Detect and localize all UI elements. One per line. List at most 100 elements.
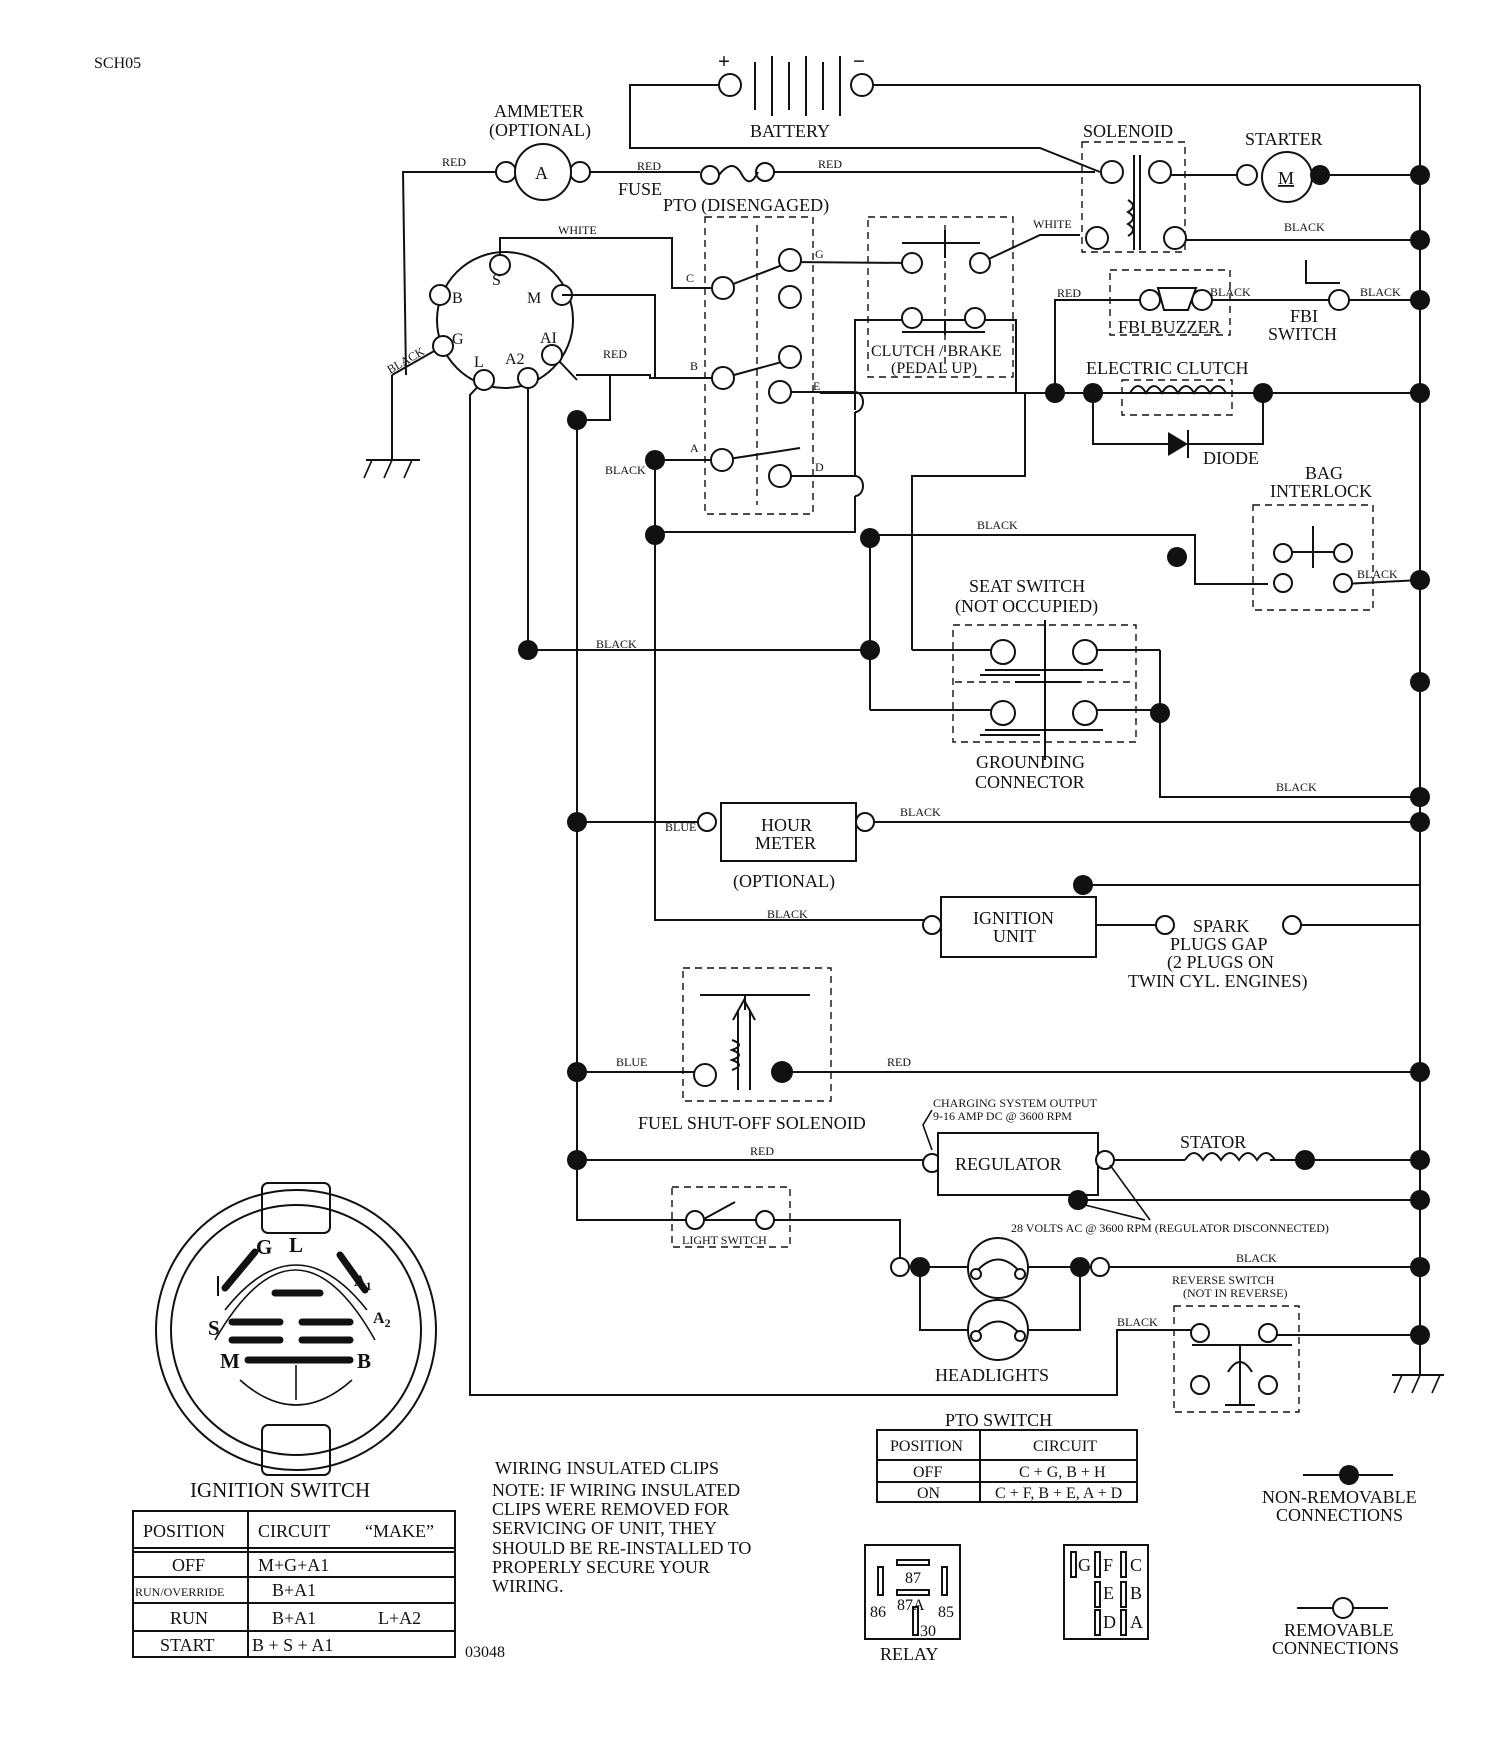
ign-row-1-position: RUN/OVERRIDE — [135, 1585, 224, 1599]
seat-switch: SEAT SWITCH (NOT OCCUPIED) GROUNDING CON… — [955, 576, 1135, 792]
wire-label-black-5: BLACK — [605, 463, 646, 477]
note-line-5: WIRING. — [492, 1576, 563, 1596]
ignition-switch-title: IGNITION SWITCH — [190, 1478, 370, 1502]
ign-term-l: L — [474, 354, 484, 371]
reverse-switch: REVERSE SWITCH (NOT IN REVERSE) — [1172, 1273, 1287, 1406]
fuel-shutoff-solenoid: FUEL SHUT-OFF SOLENOID — [638, 994, 866, 1133]
note-line-4: PROPERLY SECURE YOUR — [492, 1557, 710, 1577]
fuel-solenoid-label: FUEL SHUT-OFF SOLENOID — [638, 1113, 866, 1133]
wire-label-black-2: BLACK — [1210, 285, 1251, 299]
starter-label: STARTER — [1245, 129, 1322, 149]
ign-term-g: G — [452, 331, 464, 348]
pto-conn-f: F — [1103, 1555, 1113, 1575]
charging-label-1: CHARGING SYSTEM OUTPUT — [933, 1096, 1098, 1110]
pto-switch: C B A G E D PTO (DISENGAGED) — [663, 195, 829, 505]
ign-table-header-circuit: CIRCUIT — [258, 1521, 330, 1541]
wire-label-black-7: BLACK — [1357, 567, 1398, 581]
wire-label-black-11: BLACK — [767, 907, 808, 921]
wire-label-red-2: RED — [637, 159, 661, 173]
relay-pin-87a: 87A — [897, 1597, 925, 1614]
hour-meter-label-2: METER — [755, 833, 816, 853]
wire-label-black-9: BLACK — [1276, 780, 1317, 794]
regulator-label: REGULATOR — [955, 1154, 1062, 1174]
ign-term-m: M — [527, 290, 541, 307]
wire-label-red-4: RED — [1057, 286, 1081, 300]
ammeter: A AMMETER (OPTIONAL) — [489, 101, 591, 201]
pto-row-1-position: ON — [917, 1485, 941, 1502]
pto-row-1-circuit: C + F, B + E, A + D — [995, 1485, 1122, 1502]
starter-symbol: M — [1278, 168, 1294, 188]
legend-non-removable-2: CONNECTIONS — [1276, 1505, 1403, 1525]
wiring-note: WIRING INSULATED CLIPS NOTE: IF WIRING I… — [492, 1458, 751, 1596]
ign-term-a2: A2 — [505, 351, 525, 368]
electric-clutch: ELECTRIC CLUTCH DIODE — [1086, 358, 1259, 468]
relay-pin-85: 85 — [938, 1604, 954, 1621]
pto-conn-d: D — [1103, 1612, 1116, 1632]
spark-label-2: PLUGS GAP — [1170, 934, 1268, 954]
wire-label-blue-2: BLUE — [616, 1055, 647, 1069]
relay-pin-87: 87 — [905, 1570, 921, 1587]
ign-row-2-position: RUN — [170, 1608, 208, 1628]
headlights-label: HEADLIGHTS — [935, 1365, 1049, 1385]
ign-row-3-circuit: B + S + A1 — [252, 1635, 333, 1655]
pto-connector: G F C E B D A — [1063, 1544, 1149, 1640]
wire-label-red-3: RED — [818, 157, 842, 171]
pto-table-header-circuit: CIRCUIT — [1033, 1438, 1097, 1455]
ign-row-2-circuit: B+A1 — [272, 1608, 316, 1628]
pto-conn-a: A — [1130, 1612, 1143, 1632]
ign-face-m: M — [220, 1349, 240, 1373]
legend-removable-2: CONNECTIONS — [1272, 1638, 1399, 1658]
ignition-unit: IGNITION UNIT SPARK PLUGS GAP (2 PLUGS O… — [922, 896, 1307, 992]
ign-face-g: G — [256, 1235, 272, 1259]
regulator: REGULATOR STATOR CHARGING SYSTEM OUTPUT … — [922, 1096, 1329, 1235]
battery-plus: + — [718, 49, 730, 73]
solenoid-label: SOLENOID — [1083, 121, 1173, 141]
ign-term-b: B — [452, 290, 463, 307]
wire-label-black-13: BLACK — [1117, 1315, 1158, 1329]
wire-label-red-7: RED — [750, 1144, 774, 1158]
ign-face-b: B — [357, 1349, 371, 1373]
note-line-2: SERVICING OF UNIT, THEY — [492, 1518, 717, 1538]
ign-row-2-make: L+A2 — [378, 1608, 421, 1628]
pto-term-b: B — [690, 359, 698, 373]
hour-meter: HOUR METER (OPTIONAL) — [697, 802, 875, 892]
wire-label-blue-1: BLUE — [665, 820, 696, 834]
pto-term-g: G — [815, 247, 824, 261]
seat-switch-label-2: (NOT OCCUPIED) — [955, 596, 1098, 617]
junctions — [518, 165, 1430, 1345]
wire-label-black-3: BLACK — [1360, 285, 1401, 299]
pto-term-a: A — [690, 441, 699, 455]
wire-label-red-5: RED — [603, 347, 627, 361]
hour-meter-optional: (OPTIONAL) — [733, 871, 835, 892]
wire-label-white-2: WHITE — [1033, 217, 1072, 231]
solenoid: SOLENOID — [1083, 121, 1187, 250]
wire-label-black-12: BLACK — [1236, 1251, 1277, 1265]
ign-face-l: L — [289, 1233, 303, 1257]
wire-label-black-10: BLACK — [900, 805, 941, 819]
wire-label-red-6: RED — [887, 1055, 911, 1069]
relay: 87 87A 86 85 30 RELAY — [864, 1544, 961, 1664]
legend-removable-1: REMOVABLE — [1284, 1620, 1394, 1640]
battery-minus: − — [853, 49, 865, 73]
wire-label-red-1: RED — [442, 155, 466, 169]
reverse-switch-label-2: (NOT IN REVERSE) — [1183, 1286, 1287, 1300]
ammeter-symbol: A — [535, 163, 548, 183]
drawing-number: 03048 — [465, 1644, 505, 1661]
grounding-label-2: CONNECTOR — [975, 772, 1085, 792]
ign-row-0-circuit: M+G+A1 — [258, 1555, 329, 1575]
pto-row-0-position: OFF — [913, 1464, 942, 1481]
fuse: FUSE — [618, 162, 775, 199]
ammeter-optional: (OPTIONAL) — [489, 120, 591, 141]
diode-label: DIODE — [1203, 448, 1259, 468]
pto-conn-b: B — [1130, 1583, 1142, 1603]
starter: M STARTER — [1236, 129, 1330, 203]
ign-table-header-position: POSITION — [143, 1521, 225, 1541]
bag-interlock-label-2: INTERLOCK — [1270, 481, 1372, 501]
ign-row-3-position: START — [160, 1635, 214, 1655]
reverse-switch-label-1: REVERSE SWITCH — [1172, 1273, 1275, 1287]
pto-table-header-position: POSITION — [890, 1438, 963, 1455]
ign-face-a2: A2 — [373, 1310, 391, 1330]
wire-label-black-1: BLACK — [1284, 220, 1325, 234]
ignition-unit-label-2: UNIT — [993, 926, 1036, 946]
legend-non-removable-1: NON-REMOVABLE — [1262, 1487, 1417, 1507]
